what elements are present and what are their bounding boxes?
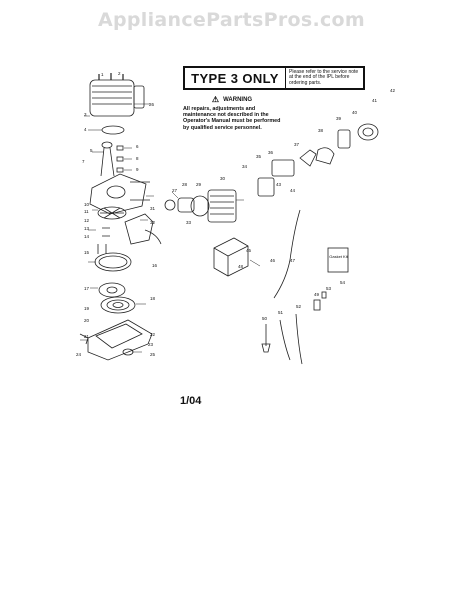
callout-37: 37 [294, 142, 300, 147]
callout-49: 49 [314, 292, 320, 297]
callout-11: 11 [84, 209, 89, 214]
callout-3: 3 [84, 112, 87, 117]
callout-30: 30 [220, 176, 226, 181]
ignition-module-part [124, 213, 162, 245]
cylinder-part [207, 189, 237, 223]
callout-1: 1 [101, 72, 104, 77]
callout-6: 6 [136, 144, 139, 149]
starter-pulley-part [98, 282, 126, 298]
callout-18: 18 [150, 296, 156, 301]
gasket-kit-box [327, 247, 349, 273]
service-note: Please refer to the service note at the … [289, 68, 359, 86]
cylinder-cover-part [89, 73, 145, 117]
callout-33: 33 [186, 220, 192, 225]
callout-54: 54 [340, 280, 346, 285]
warning-header: ⚠ WARNING [183, 96, 281, 104]
callout-48: 48 [238, 264, 244, 269]
callout-34: 34 [242, 164, 248, 169]
crankcase-part [89, 173, 150, 215]
callout-47: 47 [290, 258, 296, 263]
warning-block: ⚠ WARNING All repairs, adjustments and m… [183, 96, 281, 131]
recoil-spring-part [100, 296, 136, 314]
callout-28: 28 [182, 182, 188, 187]
callout-41: 41 [372, 98, 378, 103]
callout-25: 25 [150, 352, 156, 357]
callout-35: 35 [256, 154, 262, 159]
callout-38: 38 [318, 128, 324, 133]
callout-8: 8 [136, 156, 139, 161]
warning-text: All repairs, adjustments and maintenance… [183, 106, 281, 131]
callout-26: 26 [149, 102, 155, 107]
callout-36: 36 [268, 150, 274, 155]
callout-13: 13 [84, 226, 90, 231]
muffler-part [213, 237, 249, 277]
callout-7: 7 [82, 159, 85, 164]
callout-52: 52 [296, 304, 302, 309]
callout-10: 10 [84, 202, 90, 207]
air-filter-part [337, 123, 379, 149]
primer-and-hose-part [261, 291, 327, 365]
callout-5: 5 [90, 148, 93, 153]
crank-rod-part [100, 141, 124, 177]
callout-39: 39 [336, 116, 342, 121]
callout-15: 15 [84, 250, 90, 255]
callout-9: 9 [136, 167, 139, 172]
callout-20: 20 [84, 318, 90, 323]
carburetor-part [257, 147, 335, 197]
callout-32: 32 [150, 220, 156, 225]
piston-part [164, 195, 210, 217]
gasket-ring-part [101, 125, 125, 135]
gasket-kit-label: Gasket Kit [329, 254, 348, 259]
callout-23: 23 [148, 342, 154, 347]
callout-31: 31 [150, 206, 156, 211]
callout-42: 42 [390, 88, 396, 93]
callout-19: 19 [84, 306, 90, 311]
callout-43: 43 [276, 182, 282, 187]
callout-29: 29 [196, 182, 202, 187]
warning-triangle-icon: ⚠ [211, 95, 220, 104]
callout-21: 21 [84, 334, 90, 339]
screw-set-part [97, 227, 110, 254]
callout-44: 44 [290, 188, 296, 193]
callout-40: 40 [352, 110, 358, 115]
callout-27: 27 [172, 188, 178, 193]
callout-24: 24 [76, 352, 82, 357]
type-notice-box: TYPE 3 ONLY Please refer to the service … [183, 66, 365, 90]
date-code: 1/04 [180, 395, 202, 407]
callout-4: 4 [84, 127, 87, 132]
starter-housing-part [79, 319, 153, 361]
callout-45: 45 [246, 248, 252, 253]
callout-17: 17 [84, 286, 90, 291]
flywheel-part [97, 206, 127, 220]
callout-14: 14 [84, 234, 90, 239]
callout-22: 22 [150, 332, 156, 337]
callout-16: 16 [152, 263, 158, 268]
warning-label: WARNING [223, 97, 253, 103]
fuel-line-part [273, 209, 301, 299]
type-title: TYPE 3 ONLY [185, 68, 286, 88]
callout-46: 46 [270, 258, 276, 263]
watermark: AppliancePartsPros.com [97, 9, 365, 31]
callout-2: 2 [118, 71, 121, 76]
callout-53: 53 [326, 286, 332, 291]
callout-51: 51 [278, 310, 284, 315]
callout-50: 50 [262, 316, 268, 321]
callout-12: 12 [84, 218, 90, 223]
